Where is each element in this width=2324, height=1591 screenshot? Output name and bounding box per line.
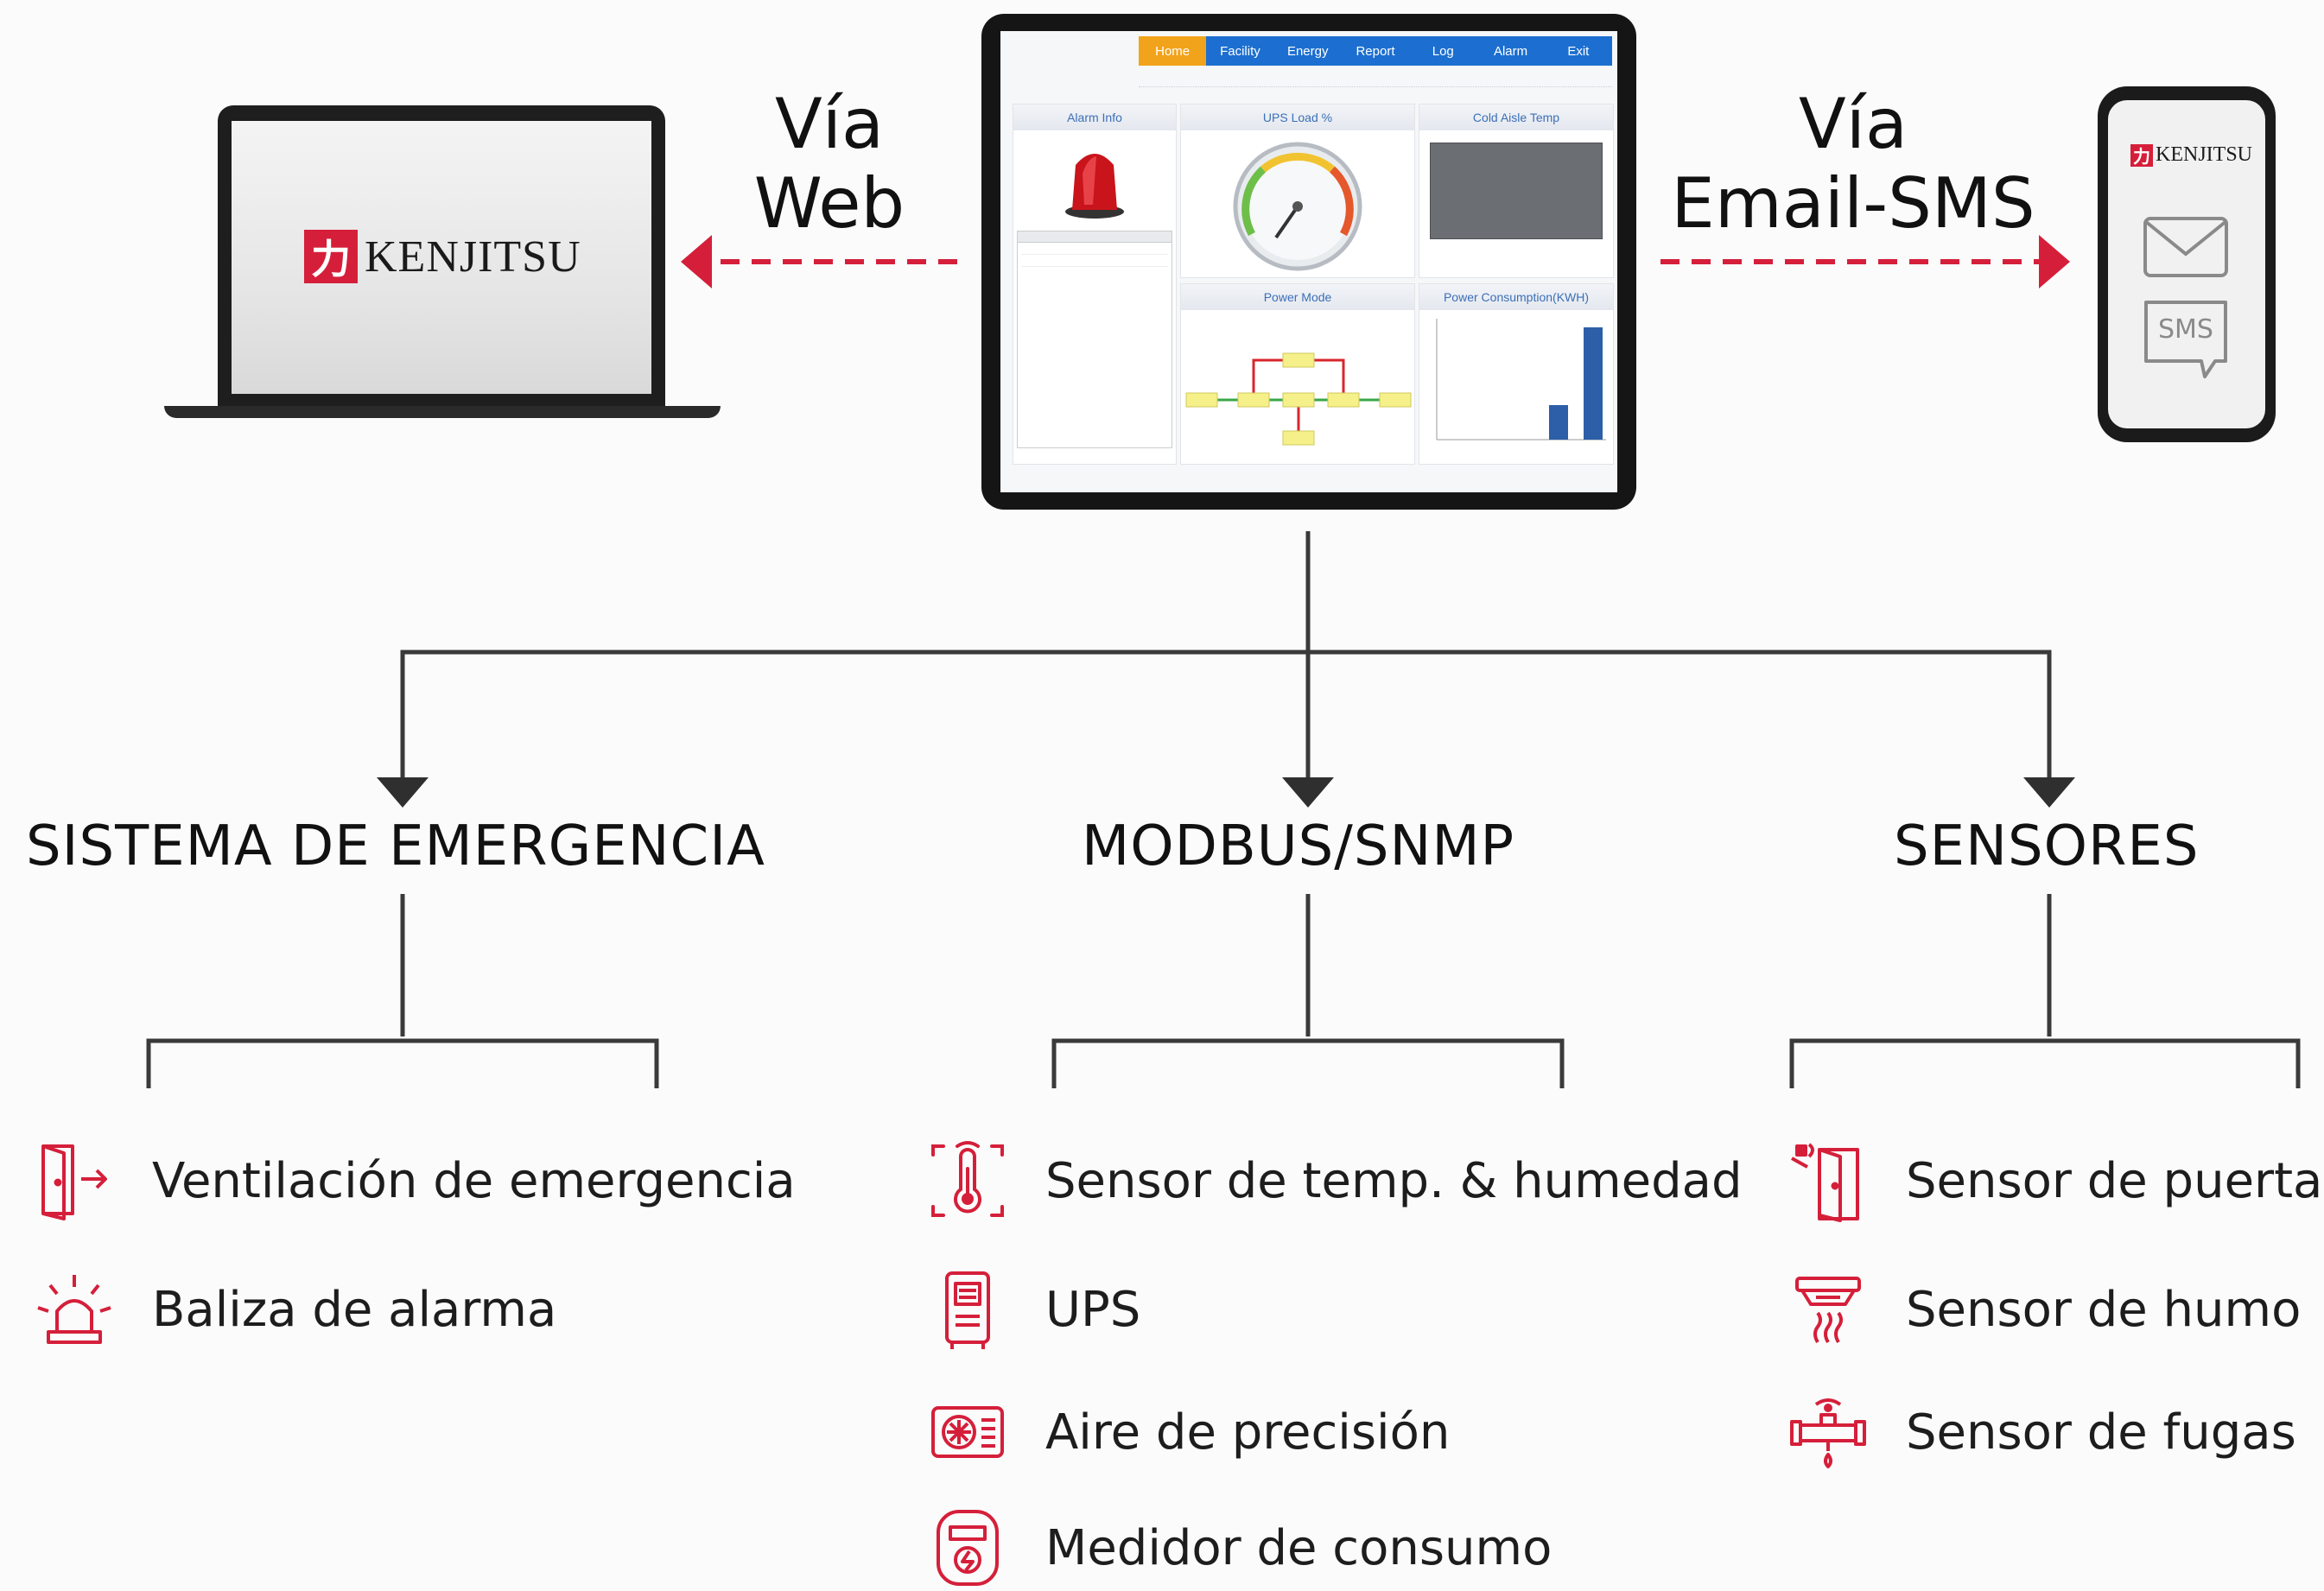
list-item-label: Baliza de alarma xyxy=(152,1281,557,1338)
nav-exit[interactable]: Exit xyxy=(1567,43,1590,59)
door-exit-icon xyxy=(31,1138,117,1224)
list-item-label: Aire de precisión xyxy=(1045,1404,1451,1461)
alarm-beacon-icon xyxy=(31,1266,117,1353)
list-item-temp-humedad: Sensor de temp. & humedad xyxy=(924,1138,1743,1224)
list-item-ventilacion: Ventilación de emergencia xyxy=(31,1138,796,1224)
list-item-humo: Sensor de humo xyxy=(1785,1266,2301,1353)
email-icon xyxy=(2143,217,2228,277)
nav-alarm[interactable]: Alarm xyxy=(1493,43,1528,59)
laptop-brand-logo: 力 KENJITSU xyxy=(304,230,581,283)
cold-aisle-chart xyxy=(1430,143,1603,239)
nav-log[interactable]: Log xyxy=(1432,43,1454,59)
smoke-sensor-icon xyxy=(1785,1266,1871,1353)
sms-bubble-icon xyxy=(2144,301,2227,378)
status-strip xyxy=(1139,79,1612,87)
list-item-puertas: Sensor de puertas xyxy=(1785,1138,2324,1224)
list-item-label: Sensor de humo xyxy=(1906,1281,2302,1338)
category-emergency-title: SISTEMA DE EMERGENCIA xyxy=(26,815,765,878)
power-mode-panel: Power Mode xyxy=(1180,283,1415,465)
via-email-line1: Vía xyxy=(1799,84,1908,164)
power-flow-diagram xyxy=(1185,352,1412,446)
via-web-line2: Web xyxy=(753,163,905,244)
list-item-label: Sensor de puertas xyxy=(1906,1152,2324,1209)
nav-energy[interactable]: Energy xyxy=(1286,43,1329,59)
via-web-line1: Vía xyxy=(775,84,884,164)
list-item-ups: UPS xyxy=(924,1266,1140,1353)
nav-facility[interactable]: Facility xyxy=(1220,43,1260,59)
thermometer-icon xyxy=(924,1138,1011,1224)
category-sensors-title: SENSORES xyxy=(1894,815,2200,878)
phone-brand-kanji: 力 xyxy=(2130,143,2153,167)
ups-load-title: UPS Load % xyxy=(1181,105,1414,130)
gauge-icon xyxy=(1233,142,1362,271)
ups-load-panel: UPS Load % xyxy=(1180,104,1415,278)
air-conditioner-icon xyxy=(924,1389,1011,1475)
via-web-label: Vía Web xyxy=(734,85,924,244)
list-item-medidor: Medidor de consumo xyxy=(924,1505,1552,1591)
list-item-fugas: Sensor de fugas xyxy=(1785,1389,2296,1475)
via-email-line2: Email-SMS xyxy=(1671,163,2035,244)
cold-aisle-title: Cold Aisle Temp xyxy=(1419,105,1613,130)
list-item-label: Sensor de fugas xyxy=(1906,1404,2296,1461)
door-sensor-icon xyxy=(1785,1138,1871,1224)
consumption-bar-chart xyxy=(1436,319,1606,441)
alarm-info-panel: Alarm Info xyxy=(1013,104,1177,465)
dashboard-nav: Home Facility Energy Report Log Alarm Ex… xyxy=(1139,36,1612,66)
list-item-label: Ventilación de emergencia xyxy=(152,1152,796,1209)
via-email-sms-label: Vía Email-SMS xyxy=(1654,85,2052,244)
phone-brand-name: KENJITSU xyxy=(2156,143,2252,166)
nav-report[interactable]: Report xyxy=(1356,43,1395,59)
power-meter-icon xyxy=(924,1505,1011,1591)
list-item-label: Medidor de consumo xyxy=(1045,1519,1553,1576)
sms-label: SMS xyxy=(2158,314,2213,345)
category-modbus-title: MODBUS/SNMP xyxy=(1082,815,1515,878)
ups-icon xyxy=(924,1266,1011,1353)
alarm-table xyxy=(1017,231,1172,448)
power-consumption-panel: Power Consumption(KWH) xyxy=(1419,283,1614,465)
alarm-light-icon xyxy=(1065,154,1124,219)
alarm-info-title: Alarm Info xyxy=(1013,105,1176,130)
list-item-baliza: Baliza de alarma xyxy=(31,1266,556,1353)
list-item-aire: Aire de precisión xyxy=(924,1389,1450,1475)
dashboard-screen: Home Facility Energy Report Log Alarm Ex… xyxy=(1000,31,1617,492)
nav-home[interactable]: Home xyxy=(1139,36,1207,66)
brand-name: KENJITSU xyxy=(365,231,581,282)
leak-sensor-icon xyxy=(1785,1389,1871,1475)
cold-aisle-panel: Cold Aisle Temp xyxy=(1419,104,1614,278)
phone-brand-logo: 力 KENJITSU xyxy=(2130,143,2252,167)
power-mode-title: Power Mode xyxy=(1181,284,1414,310)
laptop-base xyxy=(164,406,721,418)
brand-kanji: 力 xyxy=(304,230,358,283)
list-item-label: Sensor de temp. & humedad xyxy=(1045,1152,1743,1209)
laptop-screen xyxy=(232,121,651,394)
list-item-label: UPS xyxy=(1045,1281,1141,1338)
power-consumption-title: Power Consumption(KWH) xyxy=(1419,284,1613,310)
